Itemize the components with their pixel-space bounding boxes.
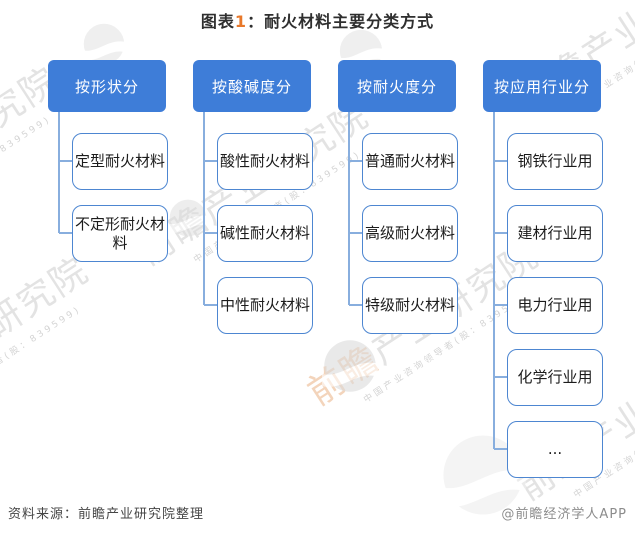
title-number: 1: [234, 12, 248, 31]
title-suffix: ：耐火材料主要分类方式: [247, 12, 435, 31]
connector-stub: [204, 304, 218, 306]
connector-stub: [349, 160, 363, 162]
diagram-node: 碱性耐火材料: [217, 205, 313, 262]
credit-note: @前瞻经济学人APP: [501, 507, 627, 522]
diagram-node: 钢铁行业用: [507, 133, 603, 190]
connector-stub: [59, 232, 73, 234]
diagram-node: 酸性耐火材料: [217, 133, 313, 190]
connector-stub: [204, 232, 218, 234]
connector-line: [203, 112, 205, 305]
classification-column-industry: 按应用行业分 钢铁行业用 建材行业用 电力行业用 化学行业用 ...: [483, 0, 628, 500]
category-header: 按酸碱度分: [193, 60, 311, 112]
category-header: 按形状分: [48, 60, 166, 112]
diagram-node: 特级耐火材料: [362, 277, 458, 334]
classification-column-shape: 按形状分 定型耐火材料 不定形耐火材料: [48, 0, 193, 500]
diagram-node: 高级耐火材料: [362, 205, 458, 262]
connector-line: [493, 112, 495, 449]
diagram-node: 建材行业用: [507, 205, 603, 262]
diagram-node: ...: [507, 421, 603, 478]
connector-stub: [494, 376, 508, 378]
connector-line: [58, 112, 60, 233]
connector-stub: [494, 304, 508, 306]
diagram-node: 定型耐火材料: [72, 133, 168, 190]
diagram-node: 普通耐火材料: [362, 133, 458, 190]
diagram-node: 化学行业用: [507, 349, 603, 406]
connector-stub: [494, 160, 508, 162]
connector-stub: [494, 448, 508, 450]
connector-stub: [349, 304, 363, 306]
classification-column-acidity: 按酸碱度分 酸性耐火材料 碱性耐火材料 中性耐火材料: [193, 0, 338, 500]
connector-stub: [204, 160, 218, 162]
source-note: 资料来源：前瞻产业研究院整理: [8, 507, 205, 522]
diagram-node: 中性耐火材料: [217, 277, 313, 334]
classification-column-refractoriness: 按耐火度分 普通耐火材料 高级耐火材料 特级耐火材料: [338, 0, 483, 500]
connector-stub: [494, 232, 508, 234]
connector-line: [348, 112, 350, 305]
category-header: 按耐火度分: [338, 60, 456, 112]
diagram-node: 不定形耐火材料: [72, 205, 168, 262]
connector-stub: [349, 232, 363, 234]
connector-stub: [59, 160, 73, 162]
diagram-node: 电力行业用: [507, 277, 603, 334]
category-header: 按应用行业分: [483, 60, 601, 112]
page-title: 图表1：耐火材料主要分类方式: [0, 8, 635, 32]
title-prefix: 图表: [200, 12, 235, 31]
